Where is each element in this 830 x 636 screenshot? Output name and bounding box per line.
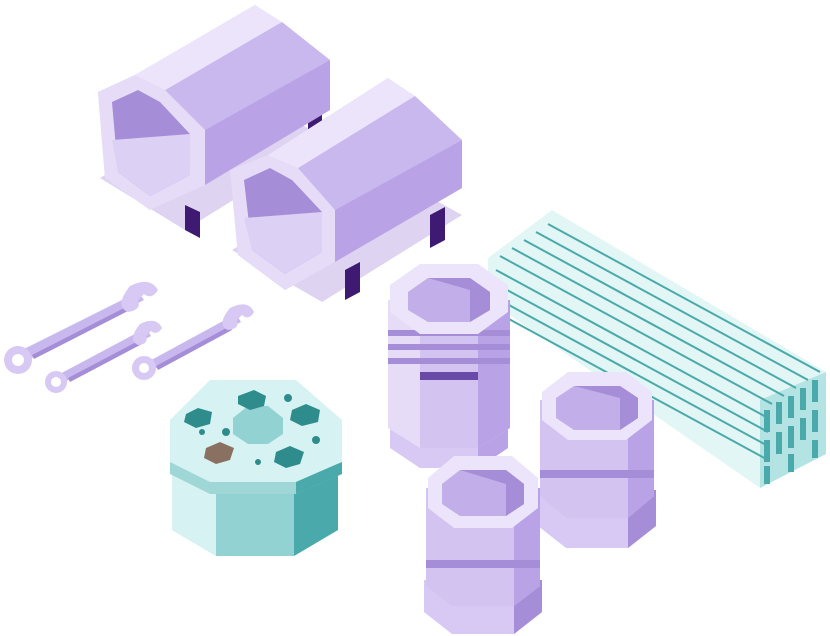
octagonal-tube-back [98, 5, 330, 238]
octagonal-flange-plate [170, 380, 342, 556]
wrench-2 [45, 320, 162, 393]
wrench-3 [132, 304, 254, 380]
octagonal-sleeve-front [424, 456, 542, 634]
octagonal-tube-front [230, 78, 462, 302]
steel-beam-stack [488, 210, 826, 488]
octagonal-sleeve-tall [388, 264, 510, 468]
wrench-1 [4, 281, 158, 374]
octagonal-sleeve-right [538, 372, 656, 548]
